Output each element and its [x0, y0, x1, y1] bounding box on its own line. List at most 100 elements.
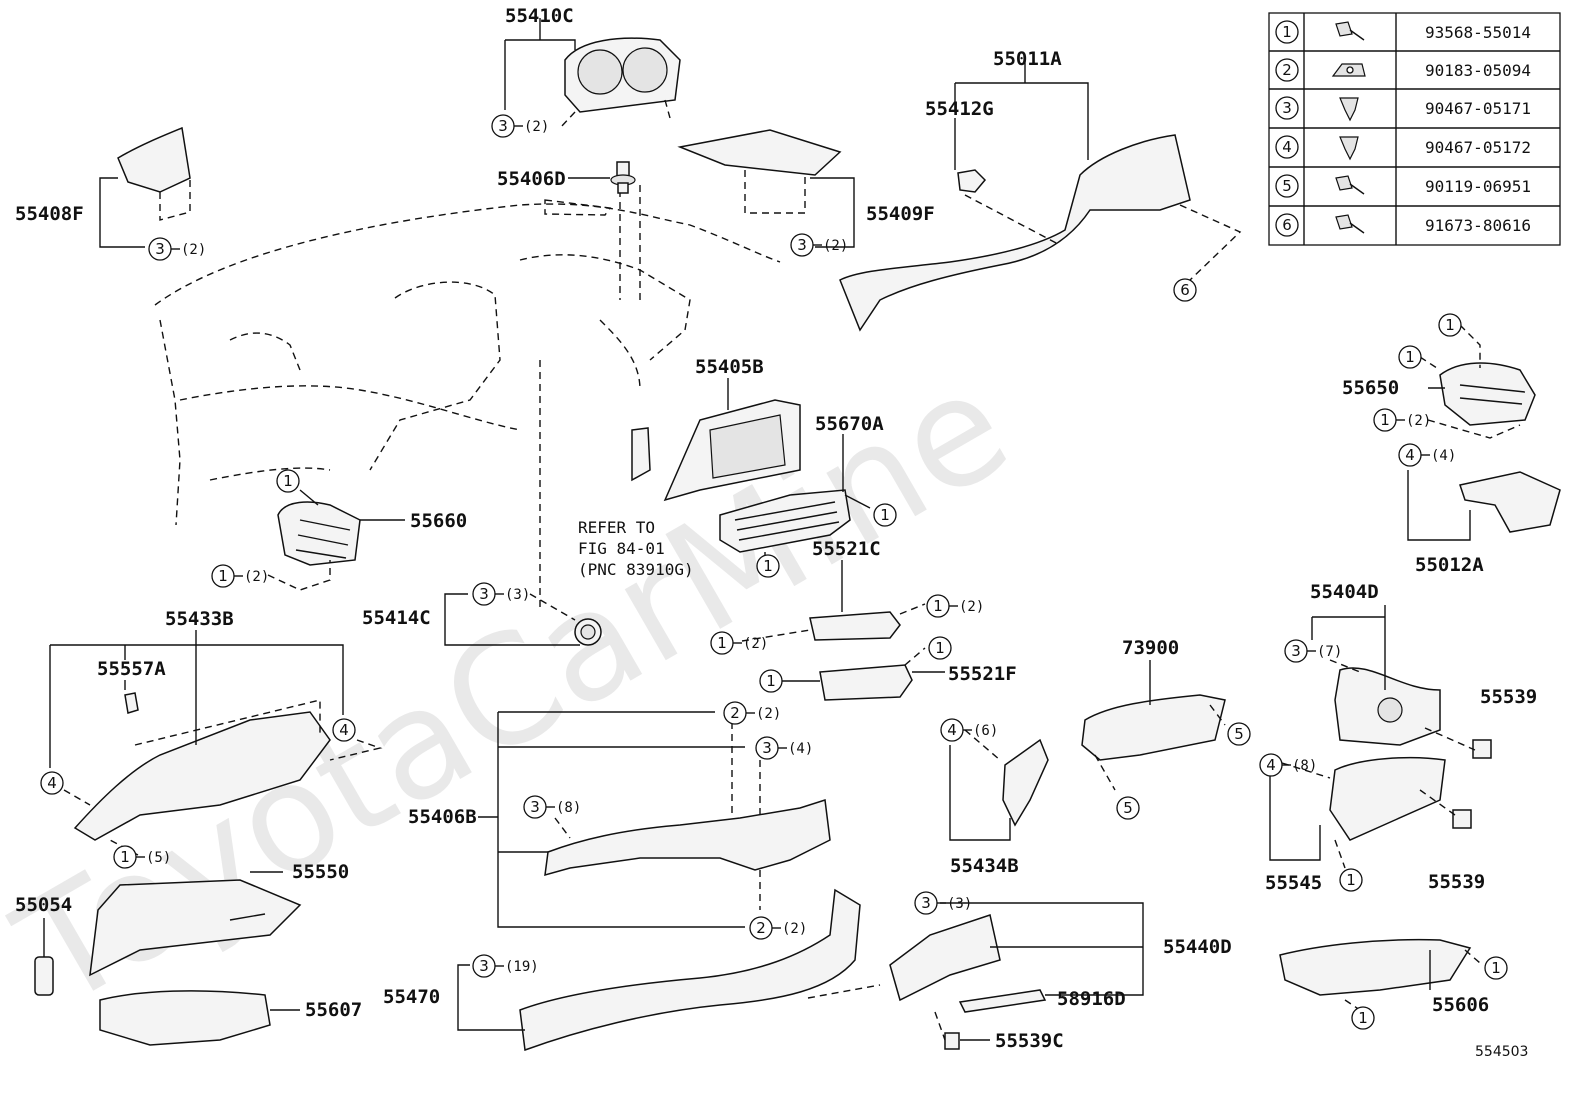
leader-lines: [43, 18, 1521, 1041]
callout-ref: 1: [120, 848, 130, 866]
refer-note-line3: (PNC 83910G): [578, 560, 694, 579]
ref-number: 4: [1282, 138, 1292, 156]
callout-qty: (3): [505, 587, 530, 603]
callout-ref: 1: [880, 506, 890, 524]
callout: 3(2): [148, 237, 206, 261]
label-55539C: 55539C: [995, 1030, 1064, 1052]
callout-ref: 1: [1405, 348, 1415, 366]
label-55011A: 55011A: [993, 48, 1062, 70]
callout: 1: [1438, 313, 1462, 337]
ref-number: 3: [1282, 99, 1292, 117]
callout: 1: [276, 469, 300, 493]
refer-note-line2: FIG 84-01: [578, 539, 665, 558]
bolt-icon: [1335, 214, 1365, 234]
callout: 3(3): [914, 891, 972, 915]
part-55434B-trim: [1002, 738, 1049, 827]
callout: 1: [1351, 1006, 1375, 1030]
callout: 1: [756, 554, 780, 578]
callout: 1: [928, 636, 952, 660]
callout-ref: 3: [479, 585, 489, 603]
part-labels: 55410C 55011A 55412G 55406D 55408F 55409…: [15, 5, 1537, 1052]
callout: 1: [873, 503, 897, 527]
callout: 3(8): [523, 795, 581, 819]
fastener-part-number: 90467-05172: [1425, 138, 1531, 157]
callout-ref: 2: [730, 704, 740, 722]
refer-note-line1: REFER TO: [578, 518, 655, 537]
part-55539C: [944, 1032, 960, 1050]
label-55012A: 55012A: [1415, 554, 1484, 576]
callout-circle: [1227, 722, 1251, 746]
callout-ref: 4: [47, 774, 57, 792]
callout: 4(8): [1259, 753, 1317, 777]
label-55660: 55660: [410, 510, 467, 532]
callout-ref: 4: [1266, 756, 1276, 774]
callout-ref: 3: [530, 798, 540, 816]
part-55011A-panel: [839, 134, 1242, 332]
callout-ref: 1: [766, 672, 776, 690]
label-55406D: 55406D: [497, 168, 566, 190]
ref-number: 5: [1282, 177, 1292, 195]
callout-ref: 3: [762, 739, 772, 757]
part-55410C-meter: [559, 37, 681, 129]
label-55054: 55054: [15, 894, 72, 916]
part-58916D-strip: [958, 989, 1047, 1013]
part-55539-switch-lower: [1452, 809, 1472, 829]
callout: 4 (4): [1398, 443, 1456, 467]
callout-ref: 1: [717, 634, 727, 652]
callout: 3 (4): [755, 736, 813, 760]
callout: 6: [1173, 278, 1197, 302]
label-55670A: 55670A: [815, 413, 884, 435]
callout-ref: 1: [763, 557, 773, 575]
ref-number-circle: [1275, 135, 1299, 159]
callout: 2(2): [749, 916, 807, 940]
part-55405B-bezel: [631, 399, 801, 502]
callout-qty: (4): [1431, 448, 1456, 464]
callout: 4: [332, 718, 356, 742]
callout-ref: 1: [1346, 871, 1356, 889]
callout-circle: [332, 718, 356, 742]
callout-circle: [1351, 1006, 1375, 1030]
ref-number: 6: [1282, 216, 1292, 234]
callout-circle: [1173, 278, 1197, 302]
part-55412G-clip: [957, 169, 987, 193]
part-55054-damper: [34, 956, 54, 996]
callout-ref: 1: [218, 567, 228, 585]
ref-number-circle: [1275, 20, 1299, 44]
fastener-part-number: 90467-05171: [1425, 99, 1531, 118]
label-55539-lower: 55539: [1428, 871, 1485, 893]
part-55650-vent: [1439, 362, 1536, 426]
label-55606: 55606: [1432, 994, 1489, 1016]
callout-qty: (19): [505, 959, 539, 975]
fastener-part-number: 90119-06951: [1425, 177, 1531, 196]
callout-ref: 1: [1445, 316, 1455, 334]
part-55440D-box: [889, 914, 1001, 1002]
callout-circle: [756, 554, 780, 578]
callout-qty: (6): [973, 723, 998, 739]
callout-ref: 4: [339, 721, 349, 739]
callout: 1: [1398, 345, 1422, 369]
label-55470: 55470: [383, 986, 440, 1008]
callout-ref: 1: [1380, 411, 1390, 429]
callout: 1: [1484, 956, 1508, 980]
part-55406B-panel: [544, 799, 831, 877]
callout-qty: (2): [782, 921, 807, 937]
push-clip-icon: [1339, 97, 1359, 122]
figure-number: 554503: [1475, 1044, 1528, 1060]
ref-number-circle: [1275, 213, 1299, 237]
callout-circle: [40, 771, 64, 795]
callout: 2(2): [723, 701, 781, 725]
callout-qty: (4): [788, 741, 813, 757]
callout-circle: [1438, 313, 1462, 337]
callout-ref: 1: [1358, 1009, 1368, 1027]
ref-number-circle: [1275, 58, 1299, 82]
callout-qty: (2): [959, 599, 984, 615]
refer-note: REFER TO FIG 84-01 (PNC 83910G): [578, 518, 694, 579]
part-55409F-panel: [677, 129, 842, 214]
callout-ref: 4: [1405, 446, 1415, 464]
part-55414C-switch: [574, 618, 602, 646]
label-55433B: 55433B: [165, 608, 234, 630]
callout-ref: 1: [935, 639, 945, 657]
fastener-row: 3 90467-05171: [1275, 96, 1531, 122]
